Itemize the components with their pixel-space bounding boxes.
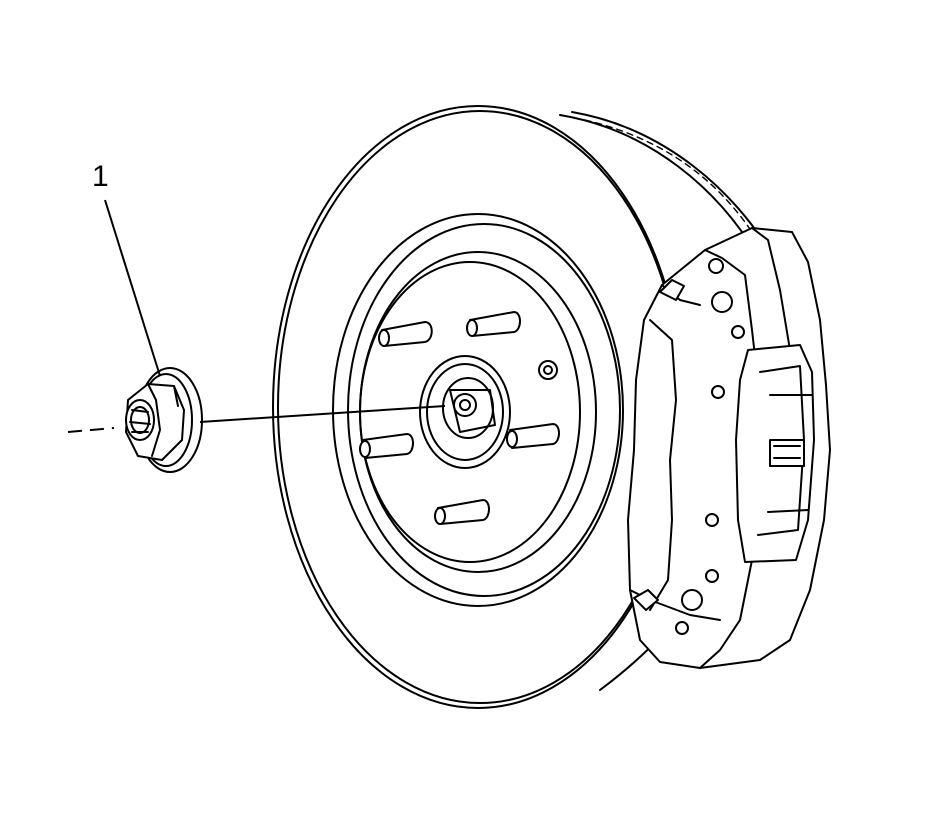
- assembly-axis-line: [199, 405, 446, 423]
- callout-leader-line: [104, 199, 161, 377]
- assembly-centerline: [67, 427, 115, 433]
- wheel-stud-icon: [359, 311, 560, 525]
- hub-nut-icon: [125, 367, 203, 473]
- callout-label-1: 1: [92, 160, 109, 193]
- wheel-hub-icon: [419, 355, 558, 469]
- brake-caliper-icon: [627, 227, 831, 669]
